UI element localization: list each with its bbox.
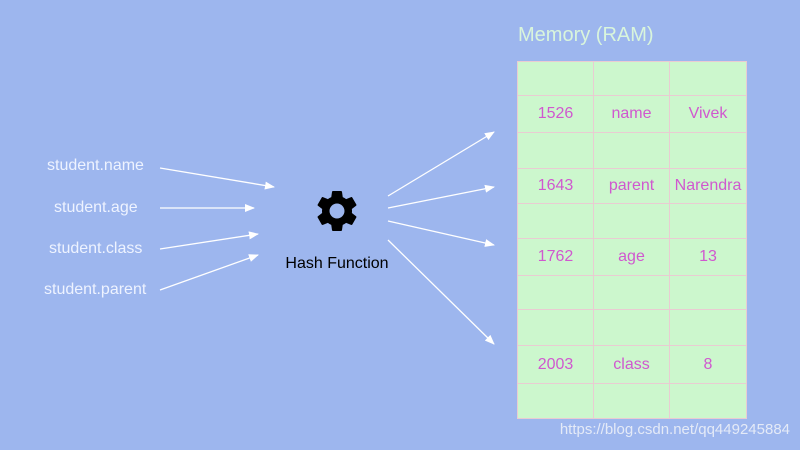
memory-key: name bbox=[593, 95, 670, 133]
memory-address: 1762 bbox=[517, 238, 594, 276]
memory-row: 1643 parent Narendra bbox=[517, 168, 747, 204]
memory-cell bbox=[593, 383, 670, 419]
memory-address: 2003 bbox=[517, 345, 594, 384]
memory-cell bbox=[517, 383, 594, 419]
memory-address: 1526 bbox=[517, 95, 594, 133]
memory-cell bbox=[669, 383, 747, 419]
key-student-age: student.age bbox=[54, 199, 138, 216]
key-student-name: student.name bbox=[47, 157, 144, 174]
memory-key: class bbox=[593, 345, 670, 384]
memory-cell bbox=[593, 275, 670, 310]
memory-cell bbox=[669, 132, 747, 169]
memory-cell bbox=[593, 61, 670, 96]
arrow-class-to-hash bbox=[159, 231, 259, 250]
memory-cell bbox=[517, 309, 594, 346]
memory-value: Vivek bbox=[669, 95, 747, 133]
watermark-url: https://blog.csdn.net/qq449245884 bbox=[559, 421, 790, 438]
arrow-parent-to-hash bbox=[159, 254, 259, 291]
memory-table: 1526 name Vivek 1643 parent Narendra 176… bbox=[517, 61, 747, 419]
memory-value: 8 bbox=[669, 345, 747, 384]
key-student-class: student.class bbox=[49, 240, 143, 257]
memory-value: 13 bbox=[669, 238, 747, 276]
memory-row bbox=[517, 203, 747, 239]
memory-cell bbox=[669, 275, 747, 310]
memory-row: 2003 class 8 bbox=[517, 345, 747, 384]
memory-cell bbox=[517, 61, 594, 96]
arrow-hash-to-1643 bbox=[387, 184, 495, 209]
memory-cell bbox=[593, 203, 670, 239]
memory-row bbox=[517, 383, 747, 419]
memory-row bbox=[517, 309, 747, 346]
memory-row bbox=[517, 275, 747, 310]
memory-cell bbox=[669, 61, 747, 96]
memory-key: age bbox=[593, 238, 670, 276]
arrow-hash-to-1762 bbox=[387, 220, 495, 247]
memory-cell bbox=[669, 309, 747, 346]
memory-row bbox=[517, 132, 747, 169]
memory-cell bbox=[517, 275, 594, 310]
arrow-hash-to-2003 bbox=[387, 239, 495, 345]
memory-cell bbox=[669, 203, 747, 239]
memory-row bbox=[517, 61, 747, 96]
memory-cell bbox=[517, 203, 594, 239]
memory-key: parent bbox=[593, 168, 670, 204]
key-student-parent: student.parent bbox=[44, 281, 147, 298]
memory-cell bbox=[517, 132, 594, 169]
memory-value: Narendra bbox=[669, 168, 747, 204]
memory-row: 1526 name Vivek bbox=[517, 95, 747, 133]
memory-address: 1643 bbox=[517, 168, 594, 204]
gear-icon bbox=[317, 191, 357, 231]
memory-cell bbox=[593, 309, 670, 346]
arrow-name-to-hash bbox=[159, 167, 275, 190]
arrow-hash-to-1526 bbox=[387, 131, 495, 197]
hash-function-label: Hash Function bbox=[285, 255, 389, 272]
memory-row: 1762 age 13 bbox=[517, 238, 747, 276]
memory-cell bbox=[593, 132, 670, 169]
memory-title: Memory (RAM) bbox=[518, 24, 654, 46]
